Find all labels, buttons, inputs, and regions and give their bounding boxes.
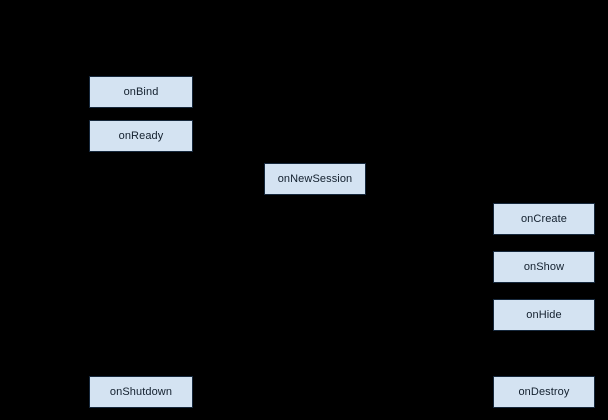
lifecycle-node-on-destroy[interactable]: onDestroy <box>493 376 595 408</box>
lifecycle-node-label: onNewSession <box>277 172 353 185</box>
lifecycle-node-on-ready[interactable]: onReady <box>89 120 193 152</box>
lifecycle-node-on-show[interactable]: onShow <box>493 251 595 283</box>
lifecycle-node-on-new-session[interactable]: onNewSession <box>264 163 366 195</box>
lifecycle-node-on-hide[interactable]: onHide <box>493 299 595 331</box>
lifecycle-node-label: onShutdown <box>109 385 173 398</box>
lifecycle-node-on-bind[interactable]: onBind <box>89 76 193 108</box>
lifecycle-node-on-create[interactable]: onCreate <box>493 203 595 235</box>
lifecycle-node-label: onDestroy <box>518 385 570 398</box>
lifecycle-node-label: onReady <box>118 129 164 142</box>
lifecycle-node-on-shutdown[interactable]: onShutdown <box>89 376 193 408</box>
lifecycle-node-label: onShow <box>523 260 565 273</box>
lifecycle-node-label: onBind <box>123 85 159 98</box>
lifecycle-node-label: onHide <box>526 308 562 321</box>
lifecycle-node-label: onCreate <box>520 212 568 225</box>
